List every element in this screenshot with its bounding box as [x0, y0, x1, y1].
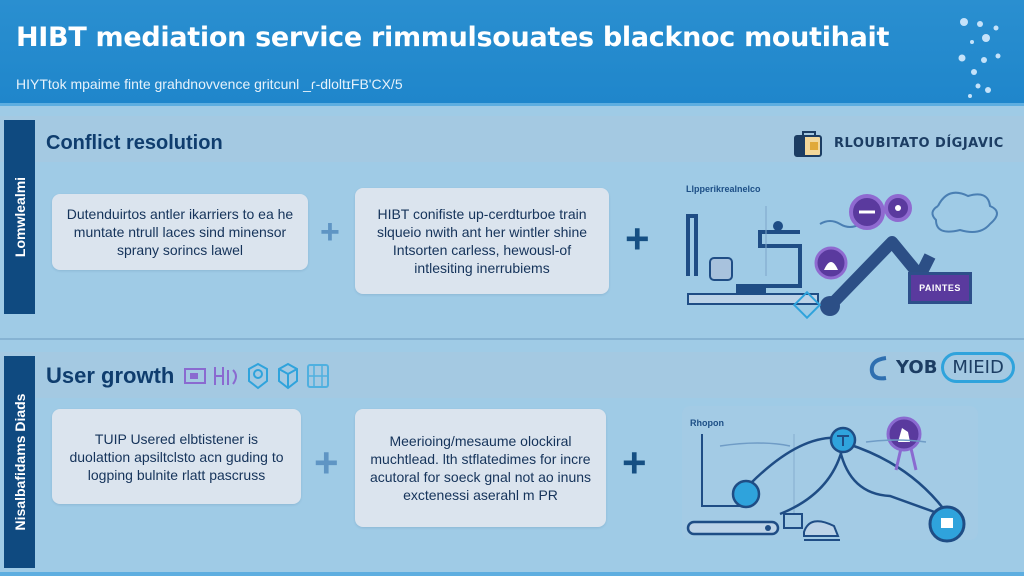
plus-icon: +	[625, 215, 650, 262]
bottom-border	[0, 572, 1024, 576]
section-title: User growth	[46, 362, 330, 390]
plus-icon: +	[314, 439, 339, 486]
section-user-growth: Nisalbafidams Diads User growth YOB MIEI…	[0, 342, 1024, 576]
side-label: Lomwlealmi	[11, 176, 28, 258]
network-node-icon	[701, 426, 966, 543]
machine-icon	[686, 191, 998, 305]
card-text: TUIP Usered elbtistener is duolattion ap…	[69, 430, 284, 483]
page-subtitle: HIYTtok mpaime finte grahdnovvence gritc…	[16, 76, 403, 92]
cube-icon	[278, 362, 299, 390]
briefcase-icon	[794, 131, 822, 157]
brand-logo: YOB MIEID	[866, 352, 1015, 383]
plus-icon: +	[320, 213, 340, 251]
section-divider	[0, 338, 1024, 340]
card-text: Meerioing/mesaume olockiral muchtlead. l…	[369, 433, 592, 503]
image-icon	[184, 368, 207, 384]
illustration-label: Rhopon	[690, 418, 724, 428]
hi-glyph-icon	[214, 367, 238, 385]
award-badge-icon	[865, 416, 927, 471]
side-label: Nisalbafidams Diads	[11, 393, 28, 531]
side-label-bar: Nisalbafidams Diads	[4, 356, 35, 568]
info-card: Meerioing/mesaume olockiral muchtlead. l…	[355, 409, 606, 527]
side-label-bar: Lomwlealmi	[4, 120, 35, 314]
section-title-text: User growth	[46, 363, 175, 388]
title-icon-group	[184, 362, 330, 390]
section-title: Conflict resolution	[46, 132, 223, 155]
painted-button[interactable]: PAINTES	[908, 272, 972, 304]
section-header-band	[0, 352, 1024, 398]
illustration-label: Llpperikrealnelco	[686, 184, 761, 194]
conveyor-icon	[686, 513, 840, 541]
sparkle-cluster-icon	[958, 18, 1001, 98]
page-title: HIBT mediation service rimmulsouates bla…	[16, 22, 890, 53]
brand-text: RLOUBITATO DÍGJAVIC	[834, 135, 1004, 151]
info-card: HIBT conifiste up-cerdturboe train slque…	[355, 188, 609, 294]
robot-arm-icon	[792, 236, 936, 320]
wave-logo-icon	[869, 355, 887, 380]
section-conflict-resolution: Lomwlealmi Conflict resolution RLOUBITAT…	[0, 106, 1024, 338]
header-banner: HIBT mediation service rimmulsouates bla…	[0, 0, 1024, 106]
map-icon	[307, 364, 330, 388]
brand-pill: MIEID	[941, 352, 1015, 383]
info-card: TUIP Usered elbtistener is duolattion ap…	[52, 409, 301, 504]
plus-icon: +	[622, 439, 647, 486]
brand-logo: RLOUBITATO DÍGJAVIC	[792, 126, 1004, 160]
card-text: HIBT conifiste up-cerdturboe train slque…	[376, 206, 588, 276]
brand-text: YOB	[896, 357, 938, 378]
lightbulb-box-icon	[248, 362, 269, 390]
purple-circle-icon	[814, 194, 912, 280]
network-illustration: Rhopon	[680, 404, 980, 544]
section-header-band	[0, 116, 1024, 162]
machine-illustration: Llpperikrealnelco P	[680, 166, 1010, 326]
card-text: Dutenduirtos antler ikarriers to ea he m…	[66, 206, 294, 258]
info-card: Dutenduirtos antler ikarriers to ea he m…	[52, 194, 308, 270]
section-title-text: Conflict resolution	[46, 132, 223, 154]
